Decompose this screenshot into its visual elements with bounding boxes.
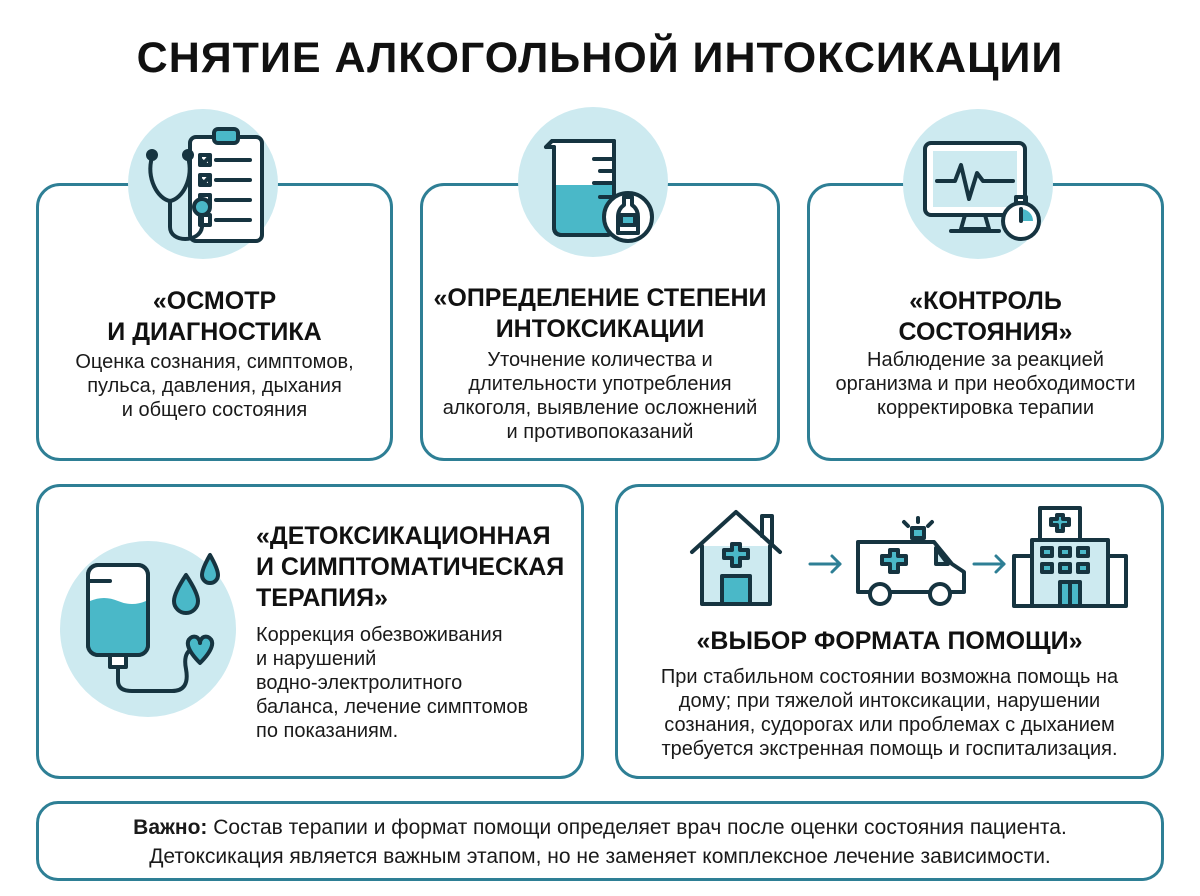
page-title: СНЯТИЕ АЛКОГОЛЬНОЙ ИНТОКСИКАЦИИ (136, 34, 1064, 82)
step-title: «ОПРЕДЕЛЕНИЕ СТЕПЕНИ ИНТОКСИКАЦИИ (433, 284, 767, 343)
step-description: Наблюдение за реакцией организма и при н… (835, 349, 1136, 419)
step-description: При стабильном состоянии возможна помощь… (660, 666, 1119, 760)
step-title: «ОСМОТР И ДИАГНОСТИКА (107, 287, 322, 346)
iv-drip-icon (86, 553, 220, 693)
monitor-stopwatch-icon (923, 141, 1041, 241)
house-icon (690, 510, 782, 606)
note-label: Важно: (133, 816, 208, 839)
stethoscope-clipboard-icon (146, 127, 264, 243)
step-title: «КОНТРОЛЬ СОСТОЯНИЯ» (898, 287, 1073, 346)
arrow-right-icon (808, 554, 842, 574)
arrow-right-icon (972, 554, 1006, 574)
note-line-1: Состав терапии и формат помощи определяе… (207, 816, 1067, 839)
step-description: Оценка сознания, симптомов, пульса, давл… (75, 351, 354, 421)
step-title: «ДЕТОКСИКАЦИОННАЯ И СИМПТОМАТИЧЕСКАЯ ТЕР… (256, 522, 565, 612)
note-line-2: Детоксикация является важным этапом, но … (149, 845, 1051, 868)
hospital-icon (1012, 506, 1128, 608)
step-description: Уточнение количества и длительности упот… (442, 349, 758, 443)
step-title: «ВЫБОР ФОРМАТА ПОМОЩИ» (696, 627, 1083, 655)
step-description: Коррекция обезвоживания и нарушений водн… (256, 624, 529, 742)
ambulance-icon (856, 516, 966, 606)
important-note: Важно: Состав терапии и формат помощи оп… (36, 801, 1164, 881)
beaker-bottle-icon (544, 139, 654, 243)
